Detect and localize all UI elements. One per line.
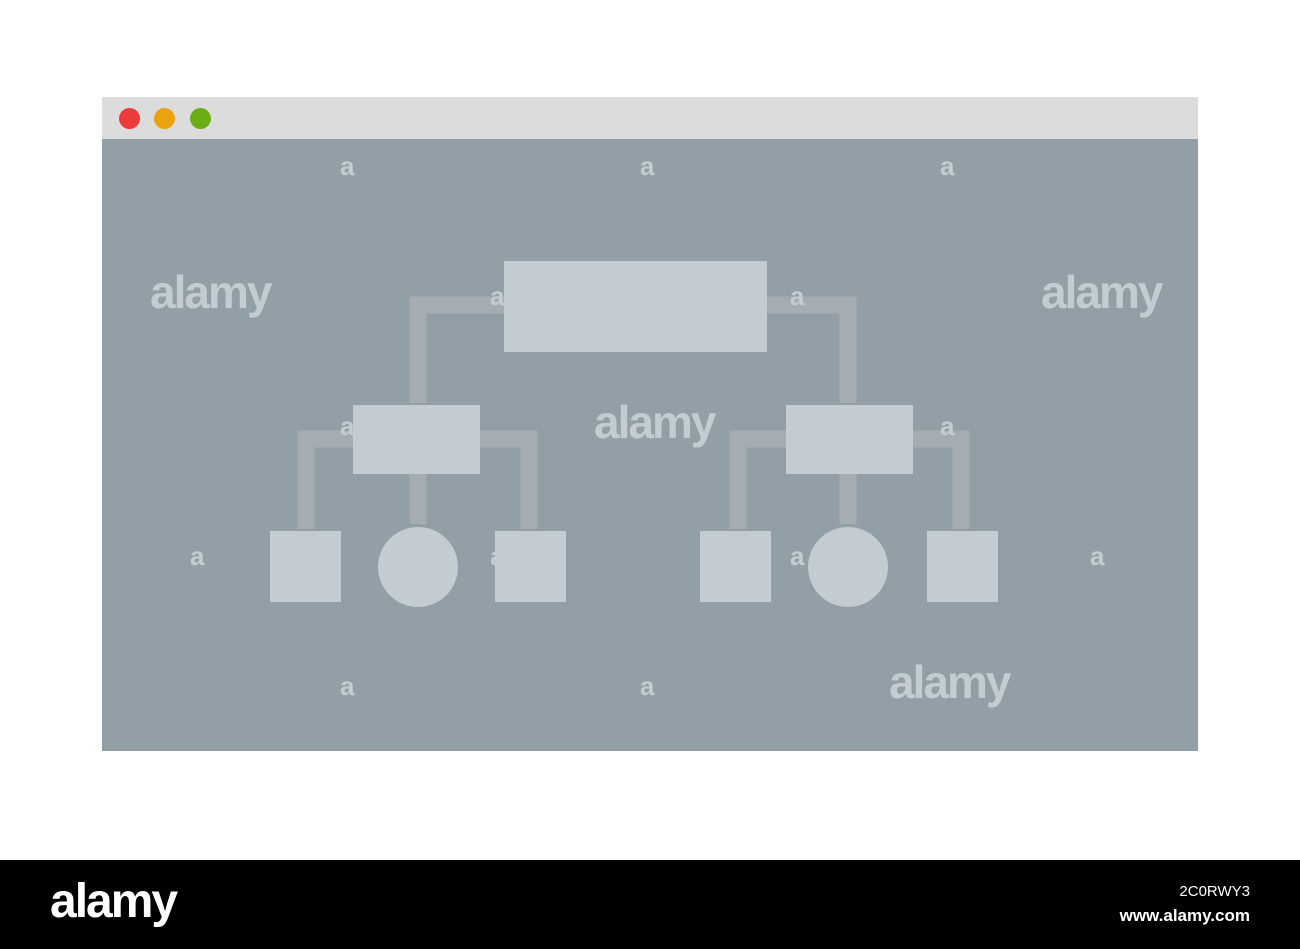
stock-footer-bar: alamy 2C0RWY3 www.alamy.com [0, 860, 1300, 949]
footer-logo: alamy [50, 875, 178, 928]
connector-root-right [767, 296, 857, 403]
close-window-button[interactable] [119, 108, 140, 129]
right-branch-node [786, 405, 913, 474]
left-branch-node [353, 405, 480, 474]
footer-url[interactable]: www.alamy.com [1119, 906, 1250, 925]
nodes [270, 261, 998, 607]
hierarchy-diagram [270, 261, 998, 607]
connector-right-a [729, 430, 786, 529]
stage: a a a alamy alamy a a alamy a a a a a a … [102, 97, 1198, 751]
browser-window: a a a alamy alamy a a alamy a a a a a a … [102, 97, 1198, 751]
window-titlebar[interactable] [102, 97, 1198, 139]
left-leaf-circle [378, 527, 458, 607]
window-content: a a a alamy alamy a a alamy a a a a a a … [102, 139, 1198, 751]
right-leaf-square-1 [700, 531, 771, 602]
connector-right-c [913, 430, 970, 529]
connector-left-a [297, 430, 353, 529]
connector-left-c [480, 430, 538, 529]
image-id: 2C0RWY3 [1179, 883, 1250, 900]
left-leaf-square-2 [495, 531, 566, 602]
right-leaf-circle [808, 527, 888, 607]
connectors [297, 296, 970, 529]
maximize-window-button[interactable] [190, 108, 211, 129]
minimize-window-button[interactable] [154, 108, 175, 129]
connector-root-left [409, 296, 504, 403]
right-leaf-square-2 [927, 531, 998, 602]
left-leaf-square-1 [270, 531, 341, 602]
root-node [504, 261, 767, 352]
